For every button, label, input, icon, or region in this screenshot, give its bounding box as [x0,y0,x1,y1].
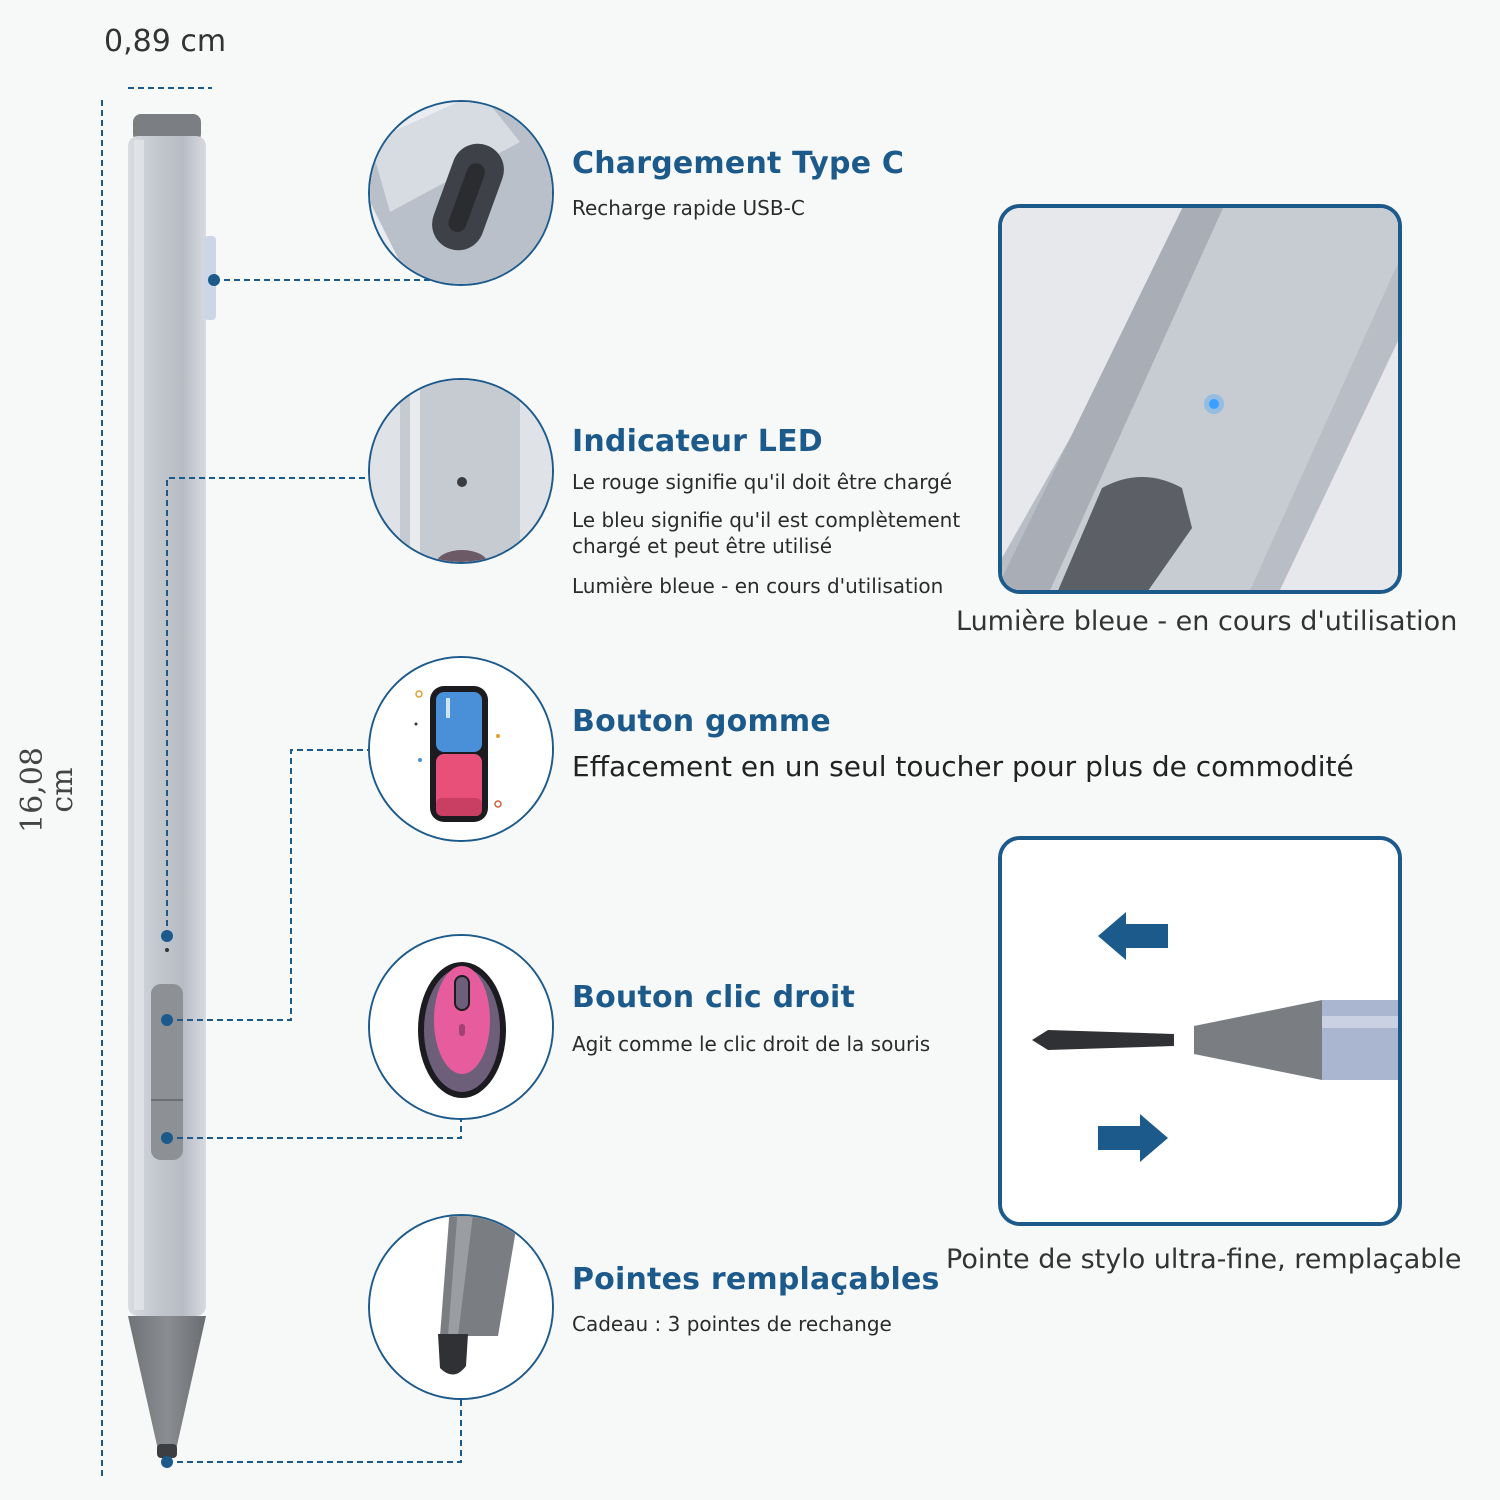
pen-cap [133,114,201,142]
replacement-tip [1032,1030,1174,1050]
connector-led [166,477,368,936]
connector-tip [167,1398,462,1463]
pen-tip [128,1316,206,1450]
arrow-left-icon [1098,912,1168,960]
feature-title-right-click: Bouton clic droit [572,980,856,1015]
tip-replacement-panel [998,836,1402,1226]
feature-title-eraser: Bouton gomme [572,704,831,739]
led-panel-caption: Lumière bleue - en cours d'utilisation [956,606,1458,637]
pen-width-label: 0,89 cm [104,24,227,59]
feature-title-led: Indicateur LED [572,424,823,459]
connector-eraser [167,749,368,1021]
feature-text-right-click: Agit comme le clic droit de la souris [572,1032,931,1056]
feature-text-eraser: Effacement en un seul toucher pour plus … [572,750,1354,783]
feature-text-led-blue-1: Le bleu signifie qu'il est complètement [572,508,961,532]
led-closeup-panel [998,204,1402,594]
feature-text-led-blue-2: chargé et peut être utilisé [572,534,833,558]
feature-text-led-usage: Lumière bleue - en cours d'utilisation [572,574,944,598]
pen-tip-icon [368,1214,554,1400]
usb-c-port-icon [368,100,554,286]
feature-text-charging: Recharge rapide USB-C [572,196,805,220]
tip-panel-caption: Pointe de stylo ultra-fine, remplaçable [946,1244,1462,1275]
feature-title-charging: Chargement Type C [572,146,905,181]
led-indicator-icon [368,378,554,564]
feature-text-led-red: Le rouge signifie qu'il doit être chargé [572,470,953,494]
feature-text-tips: Cadeau : 3 pointes de rechange [572,1312,892,1336]
eraser-icon [368,656,554,842]
pen-side-buttons [151,984,183,1160]
connector-right-click [167,1118,462,1139]
arrow-right-icon [1098,1114,1168,1162]
mouse-icon [368,934,554,1120]
led-light [1209,399,1219,409]
feature-title-tips: Pointes remplaçables [572,1262,940,1297]
